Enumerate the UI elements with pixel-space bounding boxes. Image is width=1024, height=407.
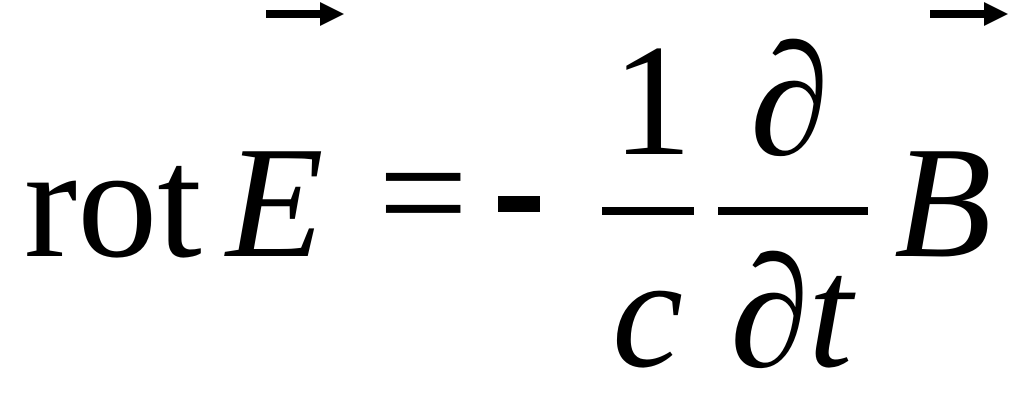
fraction1-bar (602, 207, 694, 215)
rot-operator: rot (24, 113, 202, 291)
vector-arrow-icon (266, 2, 344, 26)
fraction2-bar (718, 207, 868, 215)
vector-e: E (226, 113, 324, 291)
fraction1-numerator: 1 (612, 11, 692, 189)
fraction1-denominator: c (612, 223, 684, 401)
fraction2-numerator: ∂ (750, 11, 830, 189)
vector-arrow-icon (930, 2, 1008, 26)
fraction2-denominator-partial: ∂ (730, 223, 810, 401)
minus-sign (498, 196, 540, 212)
equals-sign: = (378, 103, 469, 281)
vector-b: B (894, 113, 992, 291)
fraction2-denominator-variable: t (808, 223, 853, 401)
